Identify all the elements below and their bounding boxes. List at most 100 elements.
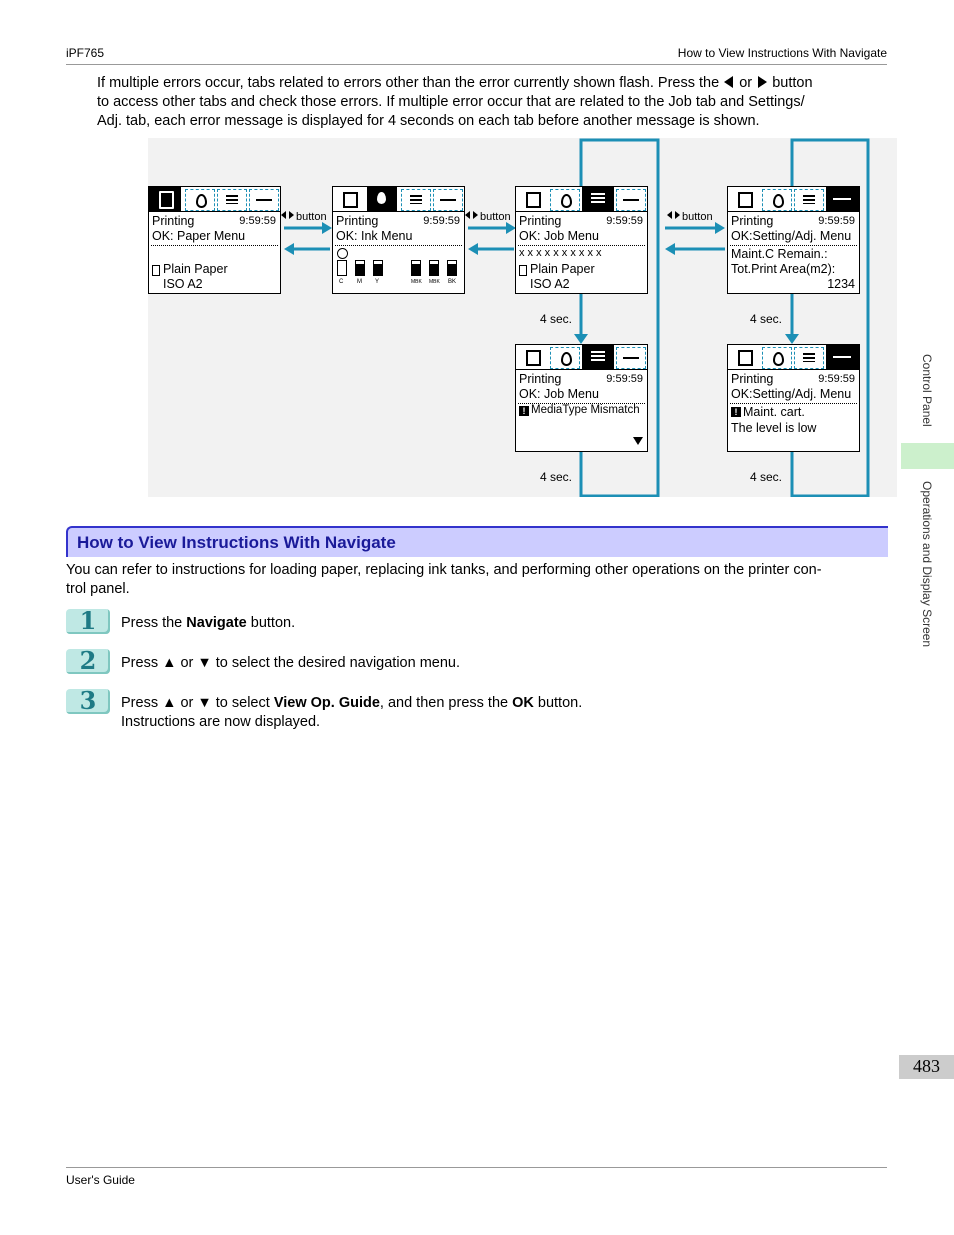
step-3-result: Instructions are now displayed.: [121, 714, 321, 730]
panel3-line5: ISO A2: [530, 277, 570, 291]
panel-tab-bar: [728, 187, 859, 212]
panel1-line4: ISO A2: [163, 277, 203, 291]
panel6-time: 9:59:59: [818, 373, 855, 385]
job-tab-icon: [401, 189, 431, 211]
section-para-line-2: trol panel.: [66, 581, 130, 597]
paper-icon: [152, 265, 160, 276]
step-3-badge: 3: [66, 686, 110, 715]
paper-tab-icon: [730, 347, 758, 367]
panel-settings-error: Printing 9:59:59 OK:Setting/Adj. Menu ! …: [727, 344, 860, 452]
sec-label-4: 4 sec.: [750, 470, 782, 484]
settings-tab-icon: [249, 189, 279, 211]
panel-ink-menu: Printing 9:59:59 OK: Ink Menu C M Y MBK …: [332, 186, 465, 294]
panel1-line1: Printing: [152, 214, 195, 228]
intro-line-3: Adj. tab, each error message is displaye…: [97, 113, 760, 129]
side-tab-control-panel: Control Panel: [920, 354, 934, 427]
paper-tab-icon: [518, 189, 546, 209]
panel4-line3: Maint.C Remain.:: [731, 247, 828, 261]
panel4-time: 9:59:59: [818, 215, 855, 227]
header-rule: [66, 64, 887, 65]
step-2-badge: 2: [66, 646, 110, 675]
sec-label-3: 4 sec.: [540, 470, 572, 484]
panel4-line1: Printing: [731, 214, 774, 228]
paper-tab-icon: [518, 347, 546, 367]
panel3-line3: x x x x x x x x x x: [519, 247, 602, 259]
panel-tab-bar: [333, 187, 464, 212]
ink-tab-icon: [550, 189, 580, 211]
step-1-text: Press the Navigate button.: [121, 615, 296, 631]
panel3-line2: OK: Job Menu: [519, 229, 599, 243]
panel3-line1: Printing: [519, 214, 562, 228]
footer-text: User's Guide: [66, 1173, 135, 1187]
intro-line-1: If multiple errors occur, tabs related t…: [97, 75, 813, 91]
panel3-line4: Plain Paper: [530, 262, 595, 276]
panel1-line3: Plain Paper: [163, 262, 228, 276]
settings-tab-icon: [826, 345, 859, 369]
panel1-line2: OK: Paper Menu: [152, 229, 246, 243]
ink-tank-mbk1: [411, 260, 421, 276]
settings-tab-icon: [616, 347, 646, 369]
ink-label-bk: BK: [448, 279, 457, 285]
header-right: How to View Instructions With Navigate: [677, 46, 887, 60]
ink-warning-icon: [337, 248, 348, 259]
paper-icon: [519, 265, 527, 276]
job-tab-icon: [794, 347, 824, 369]
header-left: iPF765: [66, 46, 105, 60]
page-number: 483: [913, 1056, 940, 1076]
error-tab-diagram: button button button 4 sec. 4 sec. 4 sec…: [148, 138, 897, 497]
panel2-time: 9:59:59: [423, 215, 460, 227]
warning-icon: !: [519, 406, 529, 416]
settings-tab-icon: [826, 187, 859, 211]
panel-job-menu: Printing 9:59:59 OK: Job Menu x x x x x …: [515, 186, 648, 294]
panel4-line4: Tot.Print Area(m2):: [731, 262, 836, 276]
ink-tank-c: [337, 260, 347, 276]
ink-tab-icon: [762, 347, 792, 369]
scroll-down-icon: [633, 437, 643, 445]
panel5-time: 9:59:59: [606, 373, 643, 385]
paper-tab-icon: [149, 187, 181, 211]
settings-tab-icon: [616, 189, 646, 211]
diagram-flow-lines: button button button 4 sec. 4 sec. 4 sec…: [281, 138, 870, 497]
ink-label-mbk1: MBK: [411, 279, 422, 285]
right-triangle-icon: [758, 76, 768, 88]
page-number-box: 483: [899, 1055, 954, 1079]
section-title: How to View Instructions With Navigate: [77, 533, 396, 552]
job-tab-icon: [582, 187, 614, 211]
panel2-line1: Printing: [336, 214, 379, 228]
ink-tank-bk: [447, 260, 457, 276]
job-tab-icon: [582, 345, 614, 369]
panel-job-error: Printing 9:59:59 OK: Job Menu ! MediaTyp…: [515, 344, 648, 452]
ink-tab-icon: [367, 187, 397, 211]
job-tab-icon: [794, 189, 824, 211]
ink-label-y: Y: [375, 279, 380, 285]
panel3-time: 9:59:59: [606, 215, 643, 227]
ink-tab-icon: [762, 189, 792, 211]
ink-label-mbk2: MBK: [429, 279, 440, 285]
button-label-1: button: [296, 211, 327, 223]
section-header: How to View Instructions With Navigate: [66, 526, 888, 557]
step-1-badge: 1: [66, 606, 110, 635]
side-tab-accent: [901, 443, 954, 469]
job-tab-icon: [217, 189, 247, 211]
left-triangle-icon: [724, 76, 734, 88]
intro-line-2: to access other tabs and check those err…: [97, 94, 805, 110]
panel4-line5: 1234: [827, 277, 855, 291]
panel-tab-bar: [516, 187, 647, 212]
step-3-text: Press ▲ or ▼ to select View Op. Guide, a…: [121, 695, 583, 711]
ink-label-m: M: [357, 279, 362, 285]
button-label-3: button: [682, 211, 713, 223]
panel6-line1: Printing: [731, 372, 774, 386]
paper-tab-icon: [730, 189, 758, 209]
panel1-time: 9:59:59: [239, 215, 276, 227]
paper-tab-icon: [335, 189, 363, 209]
panel6-line2: OK:Setting/Adj. Menu: [731, 387, 852, 401]
ink-tank-mbk2: [429, 260, 439, 276]
sec-label-1: 4 sec.: [540, 312, 572, 326]
panel5-line2: OK: Job Menu: [519, 387, 599, 401]
panel6-line3: Maint. cart.: [743, 405, 805, 419]
ink-label-c: C: [339, 279, 344, 285]
warning-icon: !: [731, 407, 741, 417]
panel-tab-bar: [728, 345, 859, 370]
panel2-line2: OK: Ink Menu: [336, 229, 413, 243]
ink-tank-y: [373, 260, 383, 276]
